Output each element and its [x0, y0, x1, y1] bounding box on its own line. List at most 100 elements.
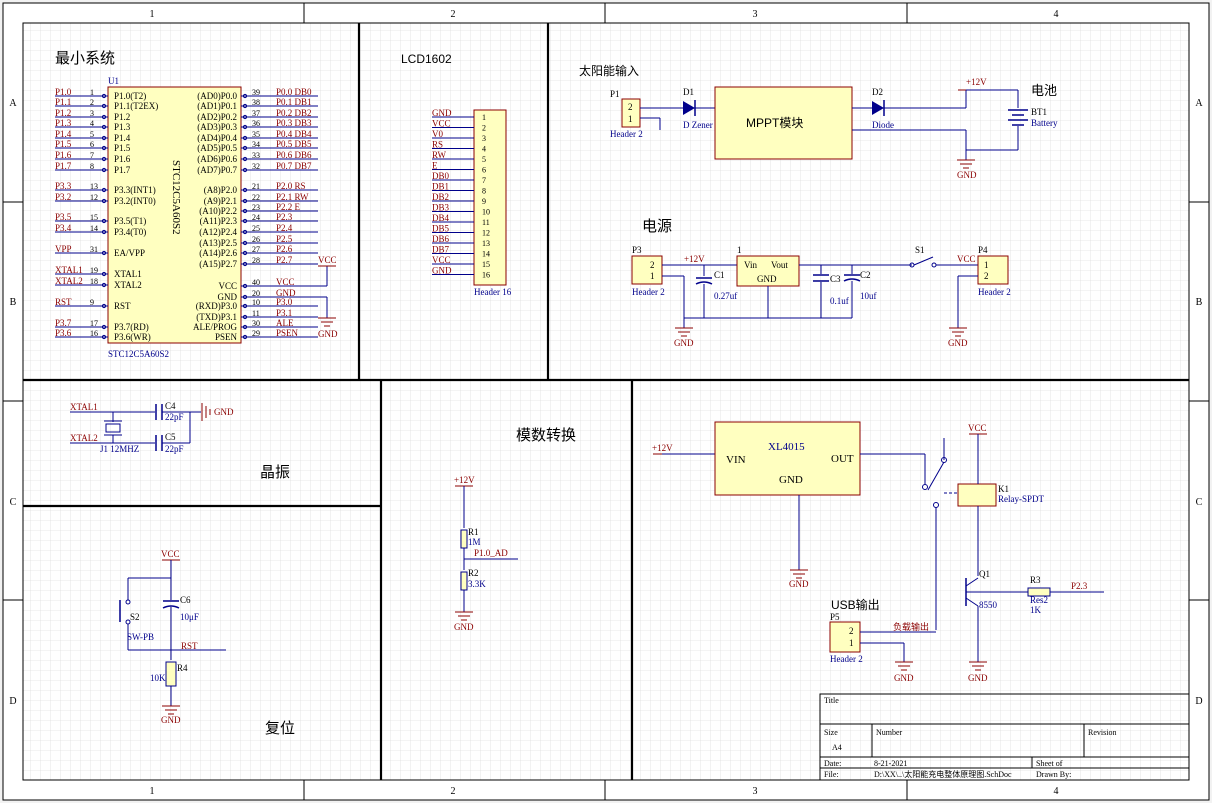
u1-pin-bubble — [101, 218, 107, 224]
zone-ticks — [3, 3, 1209, 800]
u1-right-pin-name: PSEN — [215, 332, 238, 342]
u1-pin-bubble — [101, 103, 107, 109]
u1-right-pin-name: (RXD)P3.0 — [196, 301, 238, 311]
title-block-file-value: D:\XX\..\太阳能充电整体原理图.SchDoc — [874, 769, 1012, 779]
c6-value: 10μF — [180, 612, 199, 622]
regulator-gnd: GND — [757, 274, 777, 284]
u1-right-net-label: P3.0 — [276, 297, 293, 307]
u1-right-pin-name: (A8)P2.0 — [204, 185, 238, 195]
u1-left-pin-number: 18 — [90, 277, 98, 286]
power-12v: +12V — [684, 254, 705, 264]
p3-pin-1: 1 — [650, 271, 655, 281]
u1-pin-bubble — [242, 208, 248, 214]
u1-left-pin-number: 14 — [90, 224, 98, 233]
u1-right-pin-number: 39 — [252, 88, 260, 97]
solar-12v: +12V — [966, 77, 987, 87]
p3-name: Header 2 — [632, 287, 665, 297]
crystal-gnd: GND — [214, 407, 234, 417]
u1-left-pin-number: 19 — [90, 266, 98, 275]
u1-pin-bubble — [242, 240, 248, 246]
u1-pin-bubble — [242, 114, 248, 120]
lcd-net-label: GND — [432, 266, 452, 276]
p4-body — [977, 255, 1009, 285]
j1-label: J1 12MHZ — [100, 444, 139, 454]
p4-pin-2: 2 — [984, 271, 989, 281]
solar-input: 2 1 P1 Header 2 D1 D Zener MPPT模块 D2 Dio… — [610, 77, 1058, 180]
c1-ref: C1 — [714, 270, 725, 280]
mppt-module — [714, 86, 853, 160]
u1-right-pin-number: 32 — [252, 162, 260, 171]
u1-left-pin-number: 12 — [90, 193, 98, 202]
xl-gnd: GND — [789, 579, 809, 589]
lcd-header-name: Header 16 — [474, 287, 512, 297]
u1-left-pin-name: P1.7 — [114, 165, 131, 175]
lcd-net-label: DB7 — [432, 245, 450, 255]
regulator-vin: Vin — [744, 260, 757, 270]
r1-body — [460, 529, 468, 549]
xl-12v: +12V — [652, 443, 673, 453]
q1-name: 8550 — [979, 600, 998, 610]
d2-ref: D2 — [872, 87, 883, 97]
zone-labels: 1 2 3 4 1 2 3 4 A B C D A B C D — [9, 9, 1203, 797]
u1-left-net-label: XTAL1 — [55, 265, 83, 275]
p5-pin-2: 2 — [849, 626, 854, 636]
c1-value: 0.27uf — [714, 291, 737, 301]
u1-pin-bubble — [242, 135, 248, 141]
lcd-pin-number: 6 — [482, 166, 486, 175]
u1-pin-bubble — [101, 93, 107, 99]
u1-left-pin-name: XTAL1 — [114, 269, 142, 279]
lcd-pin-number: 14 — [482, 250, 490, 259]
title-block — [819, 693, 1190, 781]
u1-pin-bubble — [101, 167, 107, 173]
u1-pin-bubble — [242, 283, 248, 289]
title-block-revision: Revision — [1088, 728, 1116, 737]
u1-left-net-label: P1.6 — [55, 150, 72, 160]
section-title-solar: 太阳能输入 — [579, 63, 639, 78]
u1-left-pin-number: 17 — [90, 319, 98, 328]
power-gnd-2: GND — [948, 338, 968, 348]
u1-pin-bubble — [242, 124, 248, 130]
lcd-net-label: DB3 — [432, 203, 450, 213]
lcd-pin-number: 2 — [482, 124, 486, 133]
regulator-vout: Vout — [771, 260, 788, 270]
u1-right-net-label: P0.1 DB1 — [276, 97, 312, 107]
lcd-net-label: RW — [432, 150, 447, 160]
u1-pin-bubble — [242, 93, 248, 99]
title-block-title: Title — [824, 696, 839, 705]
u1-left-net-label: P1.0 — [55, 87, 72, 97]
u1-right-pin-name: (A10)P2.2 — [199, 206, 237, 216]
k1-name: Relay-SPDT — [998, 494, 1045, 504]
u1-pin-bubble — [242, 334, 248, 340]
u1-left-pin-name: P1.1(T2EX) — [114, 101, 158, 111]
u1-pin-bubble — [242, 103, 248, 109]
p5-pin-1: 1 — [849, 638, 854, 648]
u1-pin-bubble — [101, 145, 107, 151]
u1-part-vertical: STC12C5A60S2 — [170, 160, 182, 235]
regulator-pin: 1 — [737, 245, 742, 255]
u1-right-net-label: P0.2 DB2 — [276, 108, 312, 118]
u1-left-pin-name: P1.4 — [114, 133, 131, 143]
u1-pin-bubble — [101, 282, 107, 288]
u1-right-pin-name: VCC — [218, 281, 237, 291]
u1-left-pin-name: P3.3(INT1) — [114, 185, 156, 195]
section-title-reset: 复位 — [265, 719, 295, 737]
col-2-top: 2 — [451, 9, 456, 20]
col-3-top: 3 — [753, 9, 758, 20]
lcd-net-label: GND — [432, 108, 452, 118]
reset-circuit: VCC S2 SW-PB C6 10μF RST R4 10K GND — [119, 549, 226, 725]
title-block-size-value: A4 — [832, 743, 842, 752]
lcd-pin-number: 10 — [482, 208, 490, 217]
col-4-bottom: 4 — [1054, 786, 1059, 797]
u1-left-pin-number: 4 — [90, 119, 94, 128]
p5-body — [829, 621, 861, 653]
u1-left-pin-name: P1.6 — [114, 154, 131, 164]
u1-left-net-label: P3.2 — [55, 192, 71, 202]
u1-pin-bubble — [101, 198, 107, 204]
xl-vcc: VCC — [968, 423, 987, 433]
u1-pin-bubble — [101, 135, 107, 141]
section-title-adc: 模数转换 — [516, 427, 576, 444]
power-supply: 2 1 P3 Header 2 +12V C1 0.27uf 1 Vin Vou… — [631, 245, 1011, 348]
r2-ref: R2 — [468, 568, 479, 578]
col-4-top: 4 — [1054, 9, 1059, 20]
